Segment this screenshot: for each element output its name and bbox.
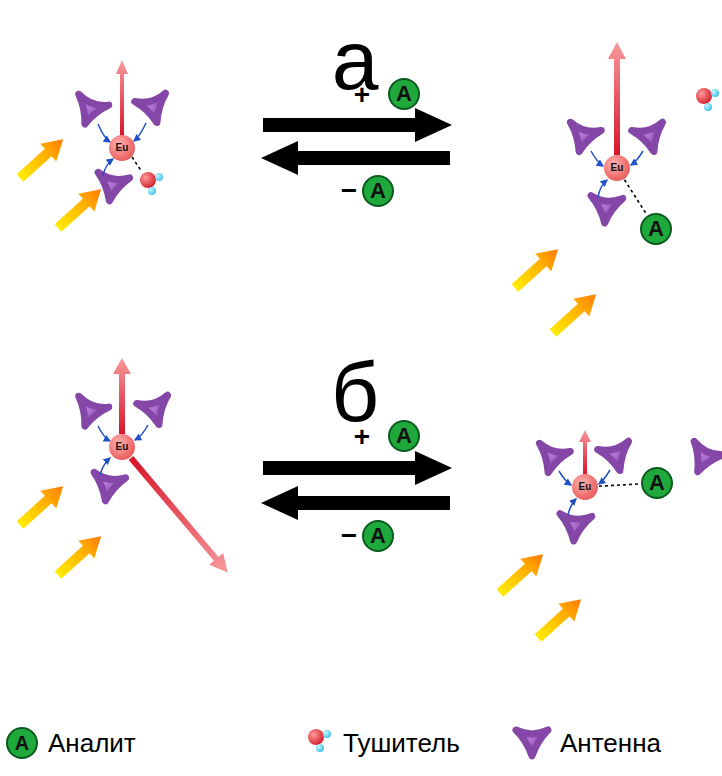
coordination-bond bbox=[625, 180, 647, 215]
antenna-icon bbox=[516, 730, 548, 756]
plus-sign: + bbox=[354, 81, 370, 109]
analyte-circle: A bbox=[641, 467, 673, 499]
analyte-circle: A bbox=[388, 420, 420, 452]
legend-text: Аналит bbox=[48, 730, 136, 756]
legend-text: Антенна bbox=[560, 730, 661, 756]
coordination-bond bbox=[599, 484, 640, 486]
ion-symbol: Eu bbox=[611, 163, 624, 173]
legend-letter: A bbox=[15, 733, 29, 753]
analyte-circle: A bbox=[362, 175, 394, 207]
panel-letter: б bbox=[331, 350, 379, 434]
europium-ion: Eu bbox=[604, 155, 630, 181]
plus-sign: + bbox=[354, 423, 370, 451]
analyte-letter: A bbox=[396, 425, 412, 447]
minus-sign: − bbox=[341, 522, 357, 550]
legend-swatch: A bbox=[6, 727, 38, 759]
analyte-letter: A bbox=[649, 472, 665, 494]
analyte-letter: A bbox=[648, 218, 664, 240]
analyte-letter: A bbox=[370, 180, 386, 202]
analyte-circle: A bbox=[640, 213, 672, 245]
quencher-icon bbox=[308, 729, 331, 752]
europium-ion: Eu bbox=[572, 474, 598, 500]
europium-ion: Eu bbox=[109, 135, 135, 161]
ion-symbol: Eu bbox=[116, 442, 129, 452]
legend-text: Тушитель bbox=[343, 730, 460, 756]
analyte-circle: A bbox=[388, 78, 420, 110]
europium-ion: Eu bbox=[109, 434, 135, 460]
analyte-letter: A bbox=[370, 525, 386, 547]
analyte-circle: A bbox=[362, 520, 394, 552]
ion-symbol: Eu bbox=[116, 143, 129, 153]
analyte-letter: A bbox=[396, 83, 412, 105]
ion-symbol: Eu bbox=[579, 482, 592, 492]
minus-sign: − bbox=[341, 177, 357, 205]
